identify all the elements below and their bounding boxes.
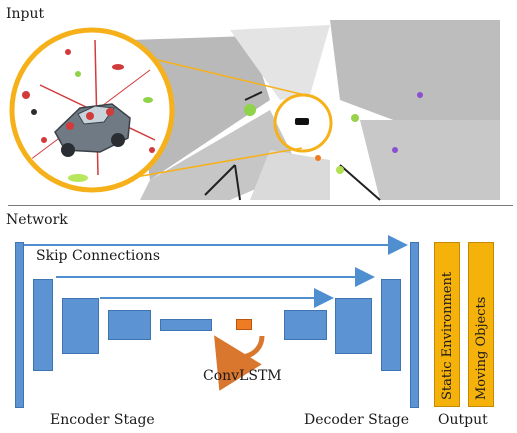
skip-connections-label: Skip Connections xyxy=(36,248,160,264)
output-label: Output xyxy=(438,412,488,428)
encoder-block-2 xyxy=(33,279,53,371)
encoder-block-1 xyxy=(15,242,24,408)
decoder-block-2 xyxy=(335,298,372,354)
network-section-label: Network xyxy=(6,212,68,228)
input-section-label: Input xyxy=(6,6,45,22)
car-model xyxy=(54,103,131,157)
skip-connection-arrows xyxy=(22,235,408,391)
output-static-environment-label: Static Environment xyxy=(440,271,455,400)
network-panel: Network ConvLSTM Static Environment Movi… xyxy=(0,208,517,433)
zoom-connector-top xyxy=(157,59,306,96)
decoder-block-3 xyxy=(381,279,401,371)
convlstm-block xyxy=(236,319,252,330)
zoom-connector-bottom xyxy=(129,147,303,179)
encoder-block-4 xyxy=(108,310,151,340)
decoder-block-4 xyxy=(410,242,419,408)
decoder-block-1 xyxy=(284,310,327,340)
lidar-scene xyxy=(9,20,500,201)
output-static-environment: Static Environment xyxy=(434,242,460,407)
convlstm-label: ConvLSTM xyxy=(203,368,282,384)
recurrent-arrow xyxy=(214,335,265,391)
magnified-inset xyxy=(9,27,175,193)
ego-vehicle-marker xyxy=(295,118,309,125)
encoder-block-3 xyxy=(62,298,99,354)
decoder-stage-label: Decoder Stage xyxy=(304,412,409,428)
bottleneck-block xyxy=(160,319,212,331)
output-moving-objects-label: Moving Objects xyxy=(474,296,489,400)
section-divider xyxy=(8,205,513,206)
occupancy-map xyxy=(130,20,500,201)
encoder-stage-label: Encoder Stage xyxy=(50,412,155,428)
output-moving-objects: Moving Objects xyxy=(468,242,494,407)
zoom-region-ring xyxy=(273,93,333,153)
input-panel: Input xyxy=(0,0,517,205)
